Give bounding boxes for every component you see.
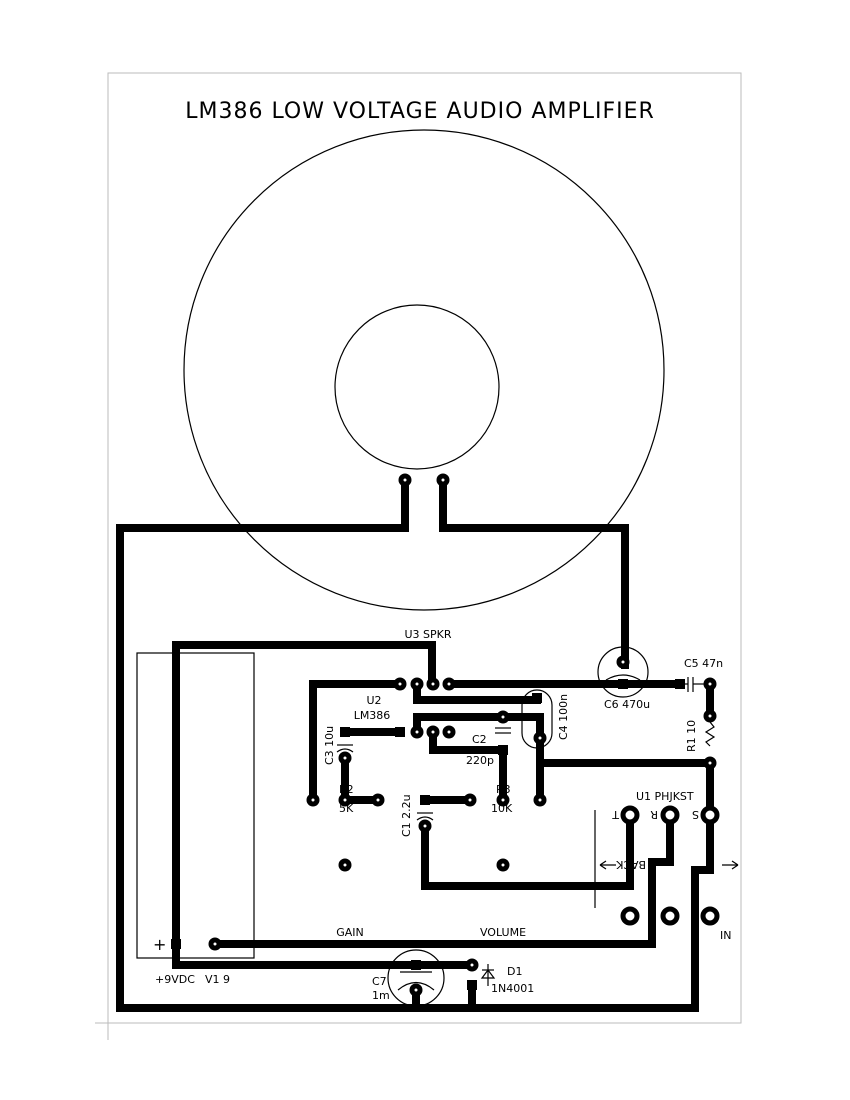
pin-t-label: T [612, 808, 620, 821]
c4-outline [521, 689, 553, 749]
r3-value: 10K [491, 802, 513, 815]
c3-symbol [336, 744, 354, 753]
r2-label: R2 [339, 783, 354, 796]
speaker-outline [183, 129, 665, 611]
copper-traces [116, 476, 714, 1012]
plus-label: + [153, 935, 166, 954]
u2-part-label: LM386 [354, 709, 391, 722]
c2-label: C2 [472, 733, 487, 746]
d1-part-label: 1N4001 [491, 982, 534, 995]
c7-polarity [397, 981, 435, 991]
speaker-magnet-outline [334, 304, 500, 470]
u2-label: U2 [366, 694, 381, 707]
v1-label: V1 9 [205, 973, 230, 986]
r3-label: R3 [496, 783, 511, 796]
c2-symbol [495, 727, 511, 734]
board-title: LM386 LOW VOLTAGE AUDIO AMPLIFIER [185, 99, 655, 124]
r2-value: 5K [339, 802, 354, 815]
in-label: IN [720, 929, 731, 942]
c5-label: C5 47n [684, 657, 723, 670]
battery-outline [136, 652, 255, 959]
c7-value: 1m [372, 989, 390, 1002]
pin-r-label: R [650, 808, 658, 821]
c6-outline [597, 646, 649, 698]
supply-label: +9VDC [155, 973, 195, 986]
pads [171, 473, 720, 997]
c4-label: C4 100n [557, 694, 570, 740]
gain-label: GAIN [336, 926, 364, 939]
volume-label: VOLUME [480, 926, 526, 939]
board-outline [107, 72, 742, 1024]
c7-label: C7 [372, 975, 387, 988]
u3-label: U3 SPKR [404, 628, 451, 641]
c7-outline [387, 949, 445, 1007]
arrow-left-icon [599, 860, 616, 870]
c6-label: C6 470u [604, 698, 650, 711]
c2-value: 220p [466, 754, 494, 767]
arrow-right-icon [722, 860, 739, 870]
c1-label: C1 2.2u [400, 794, 413, 837]
c3-label: C3 10u [323, 726, 336, 765]
pin-s-label: S [692, 808, 699, 821]
u1-label: U1 PHJKST [636, 790, 694, 803]
r1-zigzag [704, 721, 716, 747]
d1-label: D1 [507, 965, 522, 978]
c6-polarity [605, 674, 641, 681]
r1-label: R1 10 [685, 720, 698, 752]
c1-symbol [416, 812, 434, 821]
d1-symbol [480, 964, 496, 986]
c5-symbol [684, 677, 704, 692]
back-label: BACK [615, 858, 646, 871]
